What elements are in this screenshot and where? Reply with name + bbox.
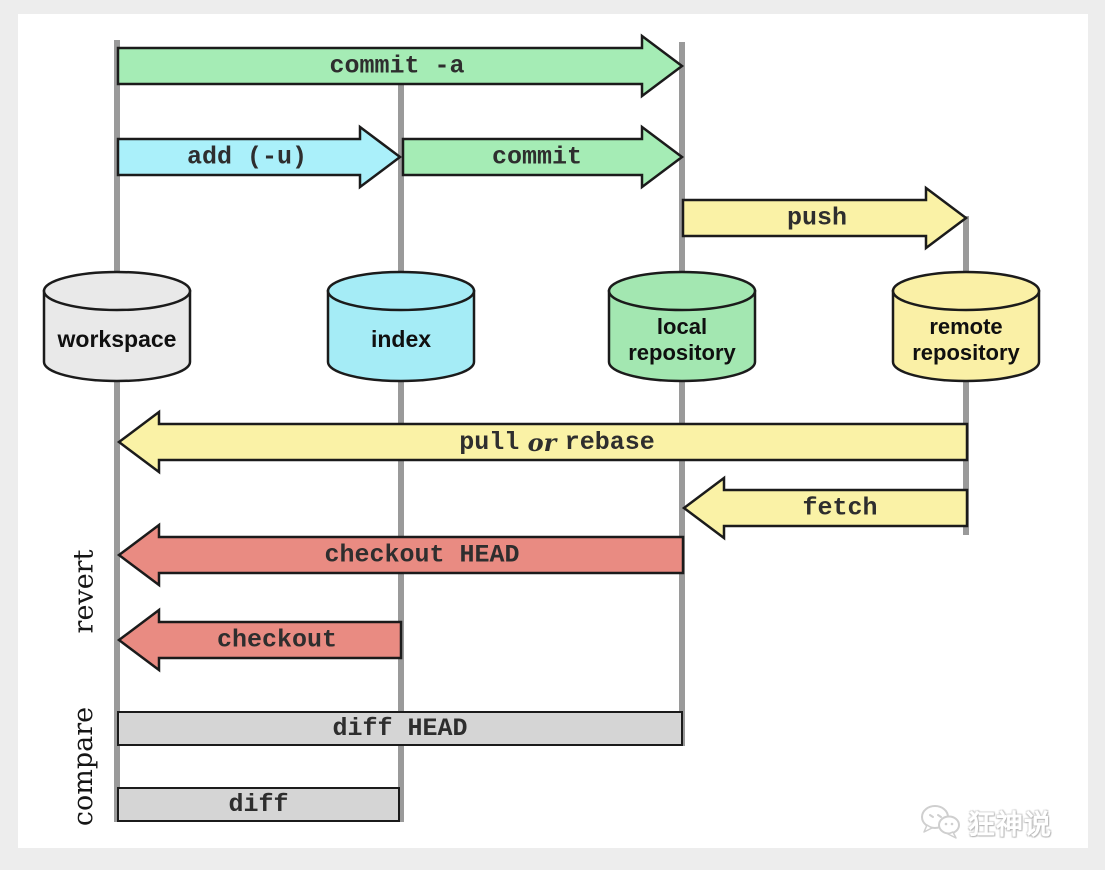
arrow-fetch-label: fetch <box>802 494 877 523</box>
workspace-node: workspace <box>42 270 192 383</box>
arrow-pull-or-rebase: pull or rebase <box>116 409 969 475</box>
arrow-pull-or-rebase-label: pull or rebase <box>459 428 654 457</box>
local-repository-node: local repository <box>607 270 757 383</box>
arrow-commit-a: commit -a <box>116 33 685 99</box>
arrow-checkout-label: checkout <box>217 626 337 655</box>
remote-repository-node: remote repository <box>891 270 1041 383</box>
arrow-checkout-head: checkout HEAD <box>116 522 685 588</box>
arrow-fetch: fetch <box>681 475 969 541</box>
arrow-add-label: add (-u) <box>187 143 307 172</box>
arrow-checkout: checkout <box>116 607 403 673</box>
local-repository-label: local repository <box>628 314 736 365</box>
index-cylinder-icon <box>326 270 476 383</box>
local-repository-cylinder-icon <box>607 270 757 383</box>
arrow-commit-a-label: commit -a <box>329 52 464 81</box>
workspace-cylinder-icon <box>42 270 192 383</box>
diff-head-bar-label: diff HEAD <box>332 714 468 743</box>
wechat-chat-bubbles-icon <box>921 805 960 839</box>
arrow-add: add (-u) <box>116 124 403 190</box>
local-repository-line <box>679 42 685 746</box>
diff-head-bar: diff HEAD <box>117 711 683 746</box>
workspace-label: workspace <box>57 326 177 353</box>
compare-section-label: compare <box>68 706 100 826</box>
arrow-commit: commit <box>401 124 685 190</box>
arrow-commit-label: commit <box>492 143 582 172</box>
diff-bar-label: diff <box>228 790 289 819</box>
watermark: 狂神说 <box>918 798 1093 846</box>
watermark-text: 狂神说 <box>968 809 1052 840</box>
remote-repository-label: remote repository <box>912 314 1020 365</box>
index-node: index <box>326 270 476 383</box>
index-label: index <box>370 326 432 353</box>
arrow-checkout-head-label: checkout HEAD <box>324 541 519 570</box>
remote-repository-cylinder-icon <box>891 270 1041 383</box>
arrow-push: push <box>681 185 969 251</box>
workspace-line <box>114 40 120 822</box>
arrow-push-label: push <box>787 204 847 233</box>
revert-section-label: revert <box>68 549 100 633</box>
diff-bar: diff <box>117 787 400 822</box>
